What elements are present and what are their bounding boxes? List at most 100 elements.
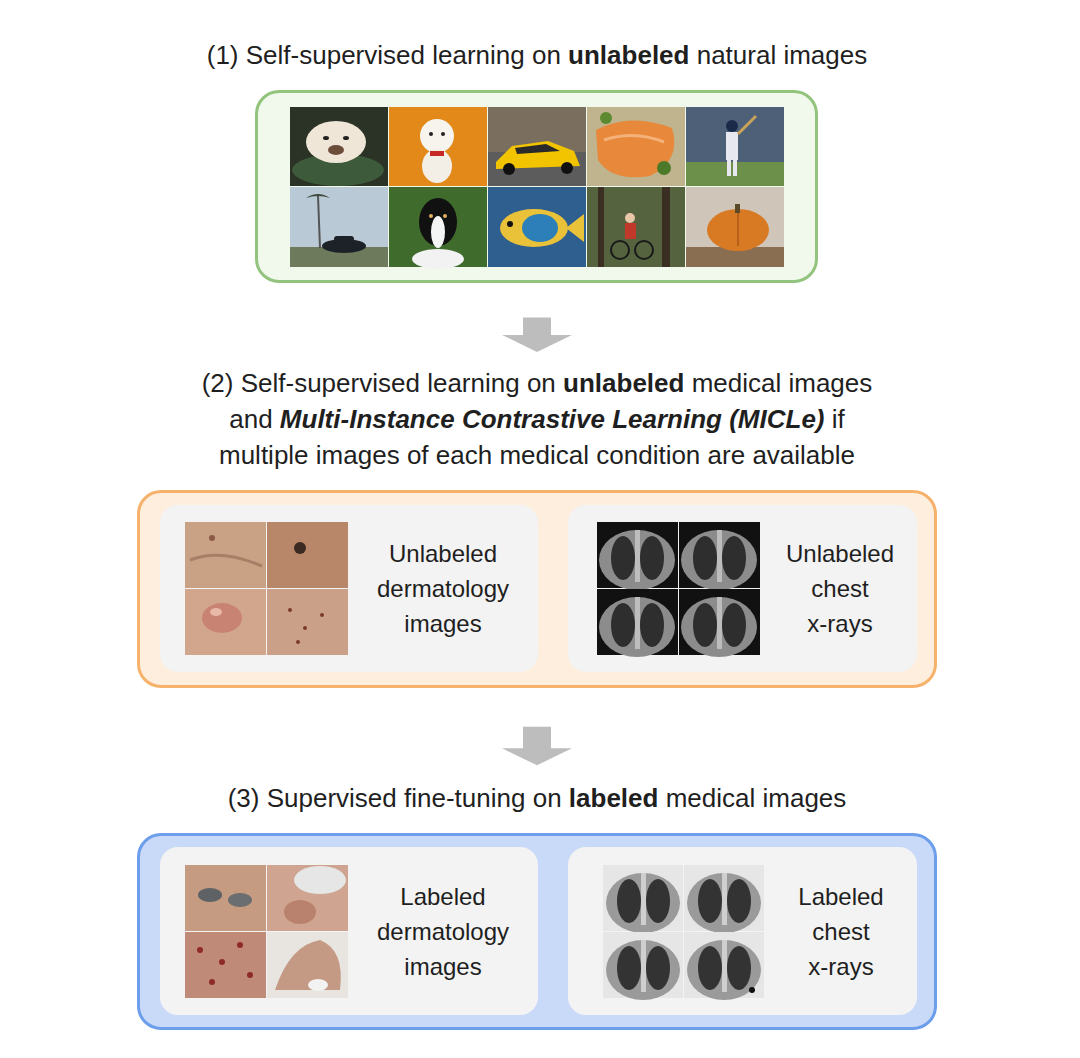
natural-photo-grid-shape: [306, 194, 330, 198]
image-card: Unlabeled chest x-rays: [568, 505, 917, 672]
natural-photo-grid-shape: [328, 145, 344, 155]
chest-xray-grid-shape: [679, 522, 760, 588]
natural-photo-grid-shape: [429, 214, 433, 218]
labeled-dermatology-photo-grid-shape: [308, 979, 328, 991]
natural-photo-grid-shape: [635, 241, 653, 259]
emphasis: unlabeled: [568, 40, 689, 70]
natural-photo-grid-shape: [488, 107, 586, 186]
labeled-dermatology-photo-grid-shape: [219, 959, 225, 965]
labeled-dermatology-photo-grid-shape: [284, 900, 316, 924]
natural-photo-grid-shape: [430, 151, 444, 156]
image-card: Labeled chest x-rays: [568, 847, 917, 1015]
image-card: Unlabeled dermatology images: [160, 505, 538, 672]
labeled-dermatology-photo-grid-shape: [275, 940, 341, 990]
chest-xray-grid-shape: [722, 603, 746, 647]
labeled-chest-xray-grid-shape: [606, 873, 680, 933]
dermatology-photo-grid-shape: [185, 522, 266, 588]
natural-photo-grid-shape: [726, 120, 738, 132]
natural-photo-grid-shape: [686, 247, 784, 267]
natural-photo-grid-shape: [726, 132, 738, 160]
labeled-chest-xray-grid-shape: [687, 873, 761, 933]
flow-arrow: [502, 317, 572, 351]
dermatology-photo-grid-shape: [294, 542, 306, 554]
dermatology-photo-grid-shape: [209, 535, 215, 541]
chest-xray-grid-shape: [611, 603, 635, 647]
natural-photo-grid-shape: [735, 204, 740, 213]
labeled-dermatology-photo-grid-shape: [237, 942, 243, 948]
stage-heading: (1) Self-supervised learning on unlabele…: [137, 37, 937, 73]
chest-xray-grid-shape: [635, 597, 640, 649]
stage-panel: (2) Self-supervised learning on unlabele…: [137, 365, 937, 688]
natural-photo-grid-shape: [738, 116, 756, 134]
chest-xray-grid-shape: [597, 522, 678, 588]
dermatology-photo-grid-shape: [202, 603, 242, 633]
natural-photo-grid-shape: [662, 187, 670, 267]
card-label: Unlabeled dermatology images: [356, 536, 530, 641]
stage-panel: (3) Supervised fine-tuning on labeled me…: [137, 780, 937, 1030]
natural-photo-grid-shape: [727, 160, 731, 176]
natural-photo-grid-shape: [503, 163, 515, 175]
panel-frame: [255, 90, 818, 283]
labeled-dermatology-photo-grid-shape: [247, 972, 253, 978]
natural-photo-grid-shape: [587, 107, 685, 186]
natural-photo-grid-shape: [389, 187, 487, 267]
natural-photo-grid-shape: [441, 132, 445, 136]
natural-photo-grid-shape: [625, 213, 635, 223]
natural-photo-grid-shape: [292, 154, 384, 186]
dermatology-photo-grid-shape: [303, 626, 307, 630]
natural-photo-grid-shape: [422, 149, 452, 183]
natural-photo-grid-shape: [611, 241, 629, 259]
labeled-chest-xray-grid-shape: [603, 865, 683, 931]
emphasis: (MICLe): [729, 404, 824, 434]
labeled-chest-xray-grid-shape: [641, 940, 646, 992]
natural-photo-grid-shape: [625, 223, 636, 239]
chest-xray-grid-shape: [599, 530, 675, 590]
natural-photo-grid-shape: [686, 162, 784, 186]
labeled-dermatology-photo-grid-shape: [228, 893, 252, 907]
chest-xray-grid-shape: [640, 536, 664, 580]
stage-heading: (2) Self-supervised learning on unlabele…: [137, 365, 937, 473]
chest-xray-grid-shape: [717, 530, 722, 582]
chest-xray-grid-shape: [679, 589, 760, 655]
natural-photo-grid-shape: [343, 136, 349, 140]
natural-photo-grid-shape: [290, 107, 388, 186]
labeled-chest-xray-grid-shape: [722, 873, 727, 925]
natural-photo-grid-shape: [488, 152, 586, 186]
dermatology-photo-grid-shape: [320, 613, 324, 617]
dermatology-photo-grid: [185, 522, 348, 655]
chest-xray-grid-shape: [717, 597, 722, 649]
natural-photo-grid-shape: [657, 161, 671, 175]
flow-arrow: [502, 727, 572, 766]
natural-photo-grid-shape: [522, 214, 558, 242]
labeled-dermatology-photo-grid-shape: [267, 932, 348, 998]
natural-photo-grid-shape: [507, 221, 513, 227]
labeled-dermatology-photo-grid: [185, 865, 348, 998]
labeled-chest-xray-grid-shape: [687, 940, 761, 1000]
chest-xray-grid-shape: [722, 536, 746, 580]
natural-photo-grid-shape: [496, 141, 580, 169]
labeled-chest-xray-grid-shape: [684, 932, 764, 998]
natural-photo-grid-shape: [600, 112, 612, 124]
labeled-chest-xray-grid-shape: [727, 946, 751, 990]
natural-photo-grid-shape: [431, 216, 445, 248]
dermatology-photo-grid-shape: [210, 608, 222, 616]
natural-photo-grid-shape: [488, 187, 586, 267]
labeled-chest-xray-grid: [603, 865, 764, 1000]
dermatology-photo-grid-shape: [267, 589, 348, 655]
labeled-chest-xray-grid-shape: [722, 940, 727, 992]
labeled-chest-xray-grid-shape: [603, 932, 683, 998]
chest-xray-grid-shape: [681, 530, 757, 590]
natural-photo-grid-shape: [500, 209, 568, 247]
labeled-dermatology-photo-grid-shape: [185, 865, 266, 931]
natural-photo-grid-shape: [604, 135, 664, 142]
card-label: Unlabeled chest x-rays: [768, 536, 912, 641]
labeled-chest-xray-grid-shape: [617, 879, 641, 923]
labeled-chest-xray-grid-shape: [749, 987, 755, 993]
natural-photo-grid-shape: [290, 187, 388, 267]
labeled-dermatology-photo-grid-shape: [209, 979, 215, 985]
natural-photo-grid-shape: [443, 214, 447, 218]
natural-photo-grid-shape: [412, 249, 464, 269]
emphasis: Multi-Instance: [280, 404, 455, 434]
labeled-chest-xray-grid-shape: [606, 940, 680, 1000]
